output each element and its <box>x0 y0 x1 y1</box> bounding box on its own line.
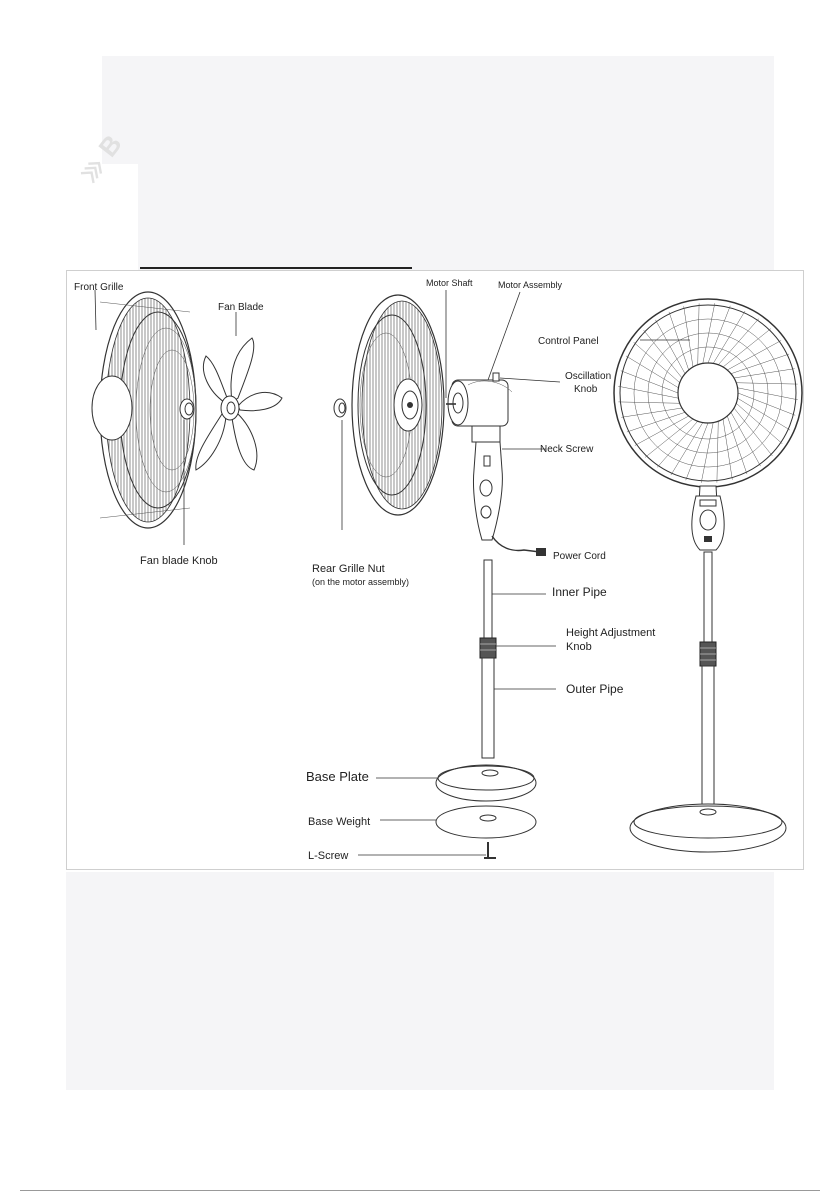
label-l-screw: L-Screw <box>308 850 348 862</box>
outer-pipe <box>482 658 494 758</box>
power-cord <box>492 536 546 556</box>
label-oscillation-knob-2: Knob <box>574 384 598 395</box>
label-height-adjustment-2: Knob <box>566 641 592 653</box>
label-front-grille: Front Grille <box>74 282 124 293</box>
base-plate <box>436 765 536 801</box>
fan-blade-knob <box>180 399 194 419</box>
label-base-weight: Base Weight <box>308 816 370 828</box>
rear-grille <box>352 295 444 515</box>
inner-pipe <box>484 560 492 642</box>
front-grille-leader <box>95 290 96 330</box>
label-control-panel: Control Panel <box>538 336 599 347</box>
label-outer-pipe: Outer Pipe <box>566 682 624 696</box>
label-power-cord: Power Cord <box>553 551 606 562</box>
motor-assembly <box>446 373 512 442</box>
label-rear-grille-nut: Rear Grille Nut <box>312 563 385 575</box>
motor-assembly-leader <box>488 292 520 380</box>
l-screw <box>484 842 496 858</box>
label-fan-blade-knob: Fan blade Knob <box>140 555 218 567</box>
label-height-adjustment-1: Height Adjustment <box>566 627 655 639</box>
rear-grille-nut <box>334 399 346 417</box>
label-fan-blade: Fan Blade <box>218 302 264 313</box>
label-motor-shaft: Motor Shaft <box>426 278 473 288</box>
oscillation-knob-leader <box>500 378 560 382</box>
label-rear-grille-nut-note: (on the motor assembly) <box>312 577 409 587</box>
label-base-plate: Base Plate <box>306 769 369 784</box>
label-oscillation-knob-1: Oscillation <box>565 371 611 382</box>
label-inner-pipe: Inner Pipe <box>552 585 607 599</box>
assembled-fan <box>614 299 802 852</box>
height-adjustment-knob <box>480 638 496 658</box>
control-housing <box>473 442 502 540</box>
label-motor-assembly: Motor Assembly <box>498 280 563 290</box>
base-weight <box>436 806 536 838</box>
fan-blade <box>196 338 282 470</box>
label-neck-screw: Neck Screw <box>540 444 594 455</box>
